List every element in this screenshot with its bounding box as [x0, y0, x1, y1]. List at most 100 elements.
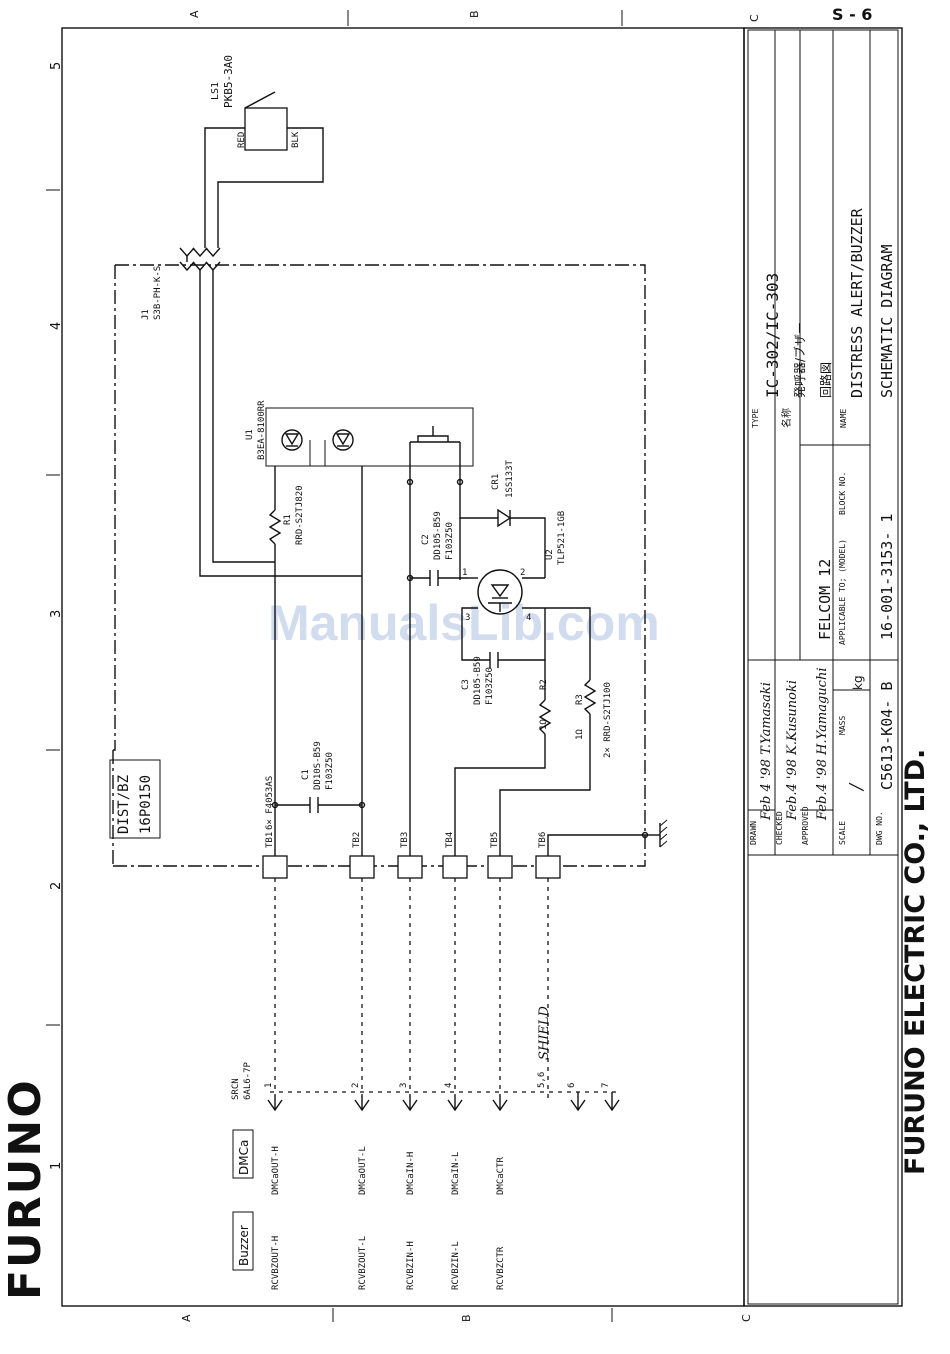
tb6-label: TB6: [538, 832, 548, 848]
u2-pin-2: 2: [520, 568, 525, 578]
dmc-title: DMCa: [237, 1140, 251, 1175]
c1-ref: C1: [301, 769, 311, 780]
name-value: DISTRESS ALERT/BUZZER: [848, 207, 866, 398]
type-label: TYPE: [751, 409, 760, 428]
j1-part: S3B-PH-K-S: [153, 266, 163, 320]
buzzer-signals: Buzzer RCVBZOUT-H RCVBZOUT-L RCVBZIN-H R…: [232, 1211, 506, 1290]
cr1-ref: CR1: [491, 474, 501, 490]
dmc-signal-3: DMCaIN-H: [406, 1152, 416, 1195]
title-block: FURUNO ELECTRIC CO., LTD. TYPE IC-302/IC…: [747, 29, 931, 1305]
dmc-signal-4: DMCaIN-L: [451, 1152, 461, 1195]
shield-ground: [547, 819, 668, 858]
grid-numbers: 5 4 3 2 1: [46, 62, 64, 1170]
terminal-tb2: [349, 855, 375, 879]
tb1-label: TB1: [265, 832, 275, 848]
dmc-signal-5: DMCaCTR: [496, 1156, 506, 1195]
capacitor-c2: C2 DD105-B59 F103Z50: [406, 511, 468, 586]
grid-number-5: 5: [49, 62, 64, 70]
srcn-part: 6AL6-7P: [243, 1061, 253, 1100]
pin-5-6: 5,6: [537, 1072, 547, 1088]
company-name: FURUNO ELECTRIC CO., LTD.: [900, 749, 931, 1175]
terminal-tb5: [487, 855, 513, 879]
mass-label: MASS: [838, 716, 847, 735]
approved-value: Feb.4 '98 H.Yamaguchi: [815, 668, 830, 821]
c3-ref: C3: [461, 679, 471, 690]
subtitle: SCHEMATIC DIAGRAM: [878, 244, 896, 398]
r1-ref: R1: [283, 514, 293, 525]
grid-letter-a-top: A: [188, 10, 201, 18]
j1-ref: J1: [141, 309, 151, 320]
dwg-value: C5613-K04- B: [878, 682, 896, 790]
grid-letter-b-bottom: B: [460, 1314, 473, 1322]
ls1-ref: LS1: [210, 82, 221, 100]
tb5-label: TB5: [490, 832, 500, 848]
grid-letters-top: A B C: [188, 10, 761, 26]
grid-number-2: 2: [49, 882, 64, 890]
grid-letters-bottom: A B C: [180, 1308, 753, 1322]
grid-letter-a-bottom: A: [180, 1314, 193, 1322]
terminal-tb4: [442, 855, 468, 879]
photocoupler-u2: 1 2 3 4 U2 TLP521-1GB: [461, 511, 567, 661]
block-label: BLOCK NO.: [838, 472, 847, 515]
c1-part: DD10S-B59: [313, 741, 323, 790]
u2-pin-1: 1: [462, 568, 467, 578]
shield-label: SHIELD: [537, 1005, 552, 1060]
checked-value: Feb.4 '98 K.Kusunoki: [785, 680, 800, 821]
name-jp-value: 発呼器/ブザー: [792, 322, 807, 398]
dmc-signal-2: DMCaOUT-L: [358, 1146, 368, 1195]
r2-value: 1Ω: [539, 719, 549, 730]
buzzer-title: Buzzer: [237, 1225, 251, 1266]
u2-ref: U2: [545, 549, 555, 560]
terminal-tb6: [535, 855, 561, 879]
srcn-connector: SRCN 6AL6-7P 1 2 3 4 5,6 6 7: [231, 1061, 620, 1112]
r2-ref: R2: [539, 679, 549, 690]
buzzer-signal-1: RCVBZOUT-H: [271, 1236, 281, 1290]
board-label: DIST/BZ 16P0150: [109, 759, 161, 839]
terminal-tb1: [262, 855, 288, 879]
buzzer-signal-5: RCVBZCTR: [496, 1246, 506, 1290]
buzzer-signal-4: RCVBZIN-L: [451, 1241, 461, 1290]
diode-cr1: CR1 1SS133T: [491, 459, 546, 578]
ls1-part: PKB5-3A0: [222, 55, 235, 108]
drawn-label: DRAWN: [749, 821, 758, 845]
buzzer-signal-3: RCVBZIN-H: [406, 1241, 416, 1290]
page-frame: [61, 27, 903, 1307]
kind-jp: 回路図: [818, 362, 833, 398]
scale-label: SCALE: [838, 821, 847, 845]
applicable-label: APPLICABLE TO; (MODEL): [838, 539, 847, 645]
r3-ref: R3: [575, 694, 585, 705]
board-code: 16P0150: [138, 775, 154, 834]
resistor-r1: R1 RRD-S2TJ820: [268, 466, 305, 858]
switch-u1: U1 B3EA-8100RR: [245, 400, 474, 486]
tb2-label: TB2: [352, 832, 362, 848]
cr1-part: 1SS133T: [505, 459, 515, 498]
capacitor-c1: C1 DD10S-B59 F103Z50: [271, 741, 366, 813]
c1-value: F103Z50: [325, 752, 335, 790]
terminal-tb3: [397, 855, 423, 879]
grid-number-4: 4: [49, 322, 64, 330]
resistor-r3: R3 1Ω 2× RRD-S2TJ100: [499, 607, 613, 858]
ls1-blk-label: BLK: [291, 131, 301, 148]
pin-6: 6: [567, 1083, 577, 1088]
r23-part: 2× RRD-S2TJ100: [603, 682, 613, 758]
board-name: DIST/BZ: [116, 775, 132, 834]
grid-letter-b-top: B: [468, 10, 481, 18]
approved-label: APPROVED: [801, 806, 810, 845]
terminal-nets: [361, 466, 498, 858]
external-cable: SHIELD: [270, 878, 620, 1100]
type-value: IC-302/IC-303: [763, 273, 782, 398]
pin-4: 4: [444, 1083, 454, 1088]
r1-part: RRD-S2TJ820: [295, 485, 305, 545]
page-number: S - 6: [832, 5, 872, 24]
terminal-block: TB1 TB2 TB3 TB4 TB5 TB6 6× F4053AS: [262, 776, 561, 879]
block-value: 16-001-3153- 1: [878, 514, 896, 640]
tb3-label: TB3: [400, 832, 410, 848]
srcn-ref: SRCN: [231, 1078, 241, 1100]
buzzer-ls1: LS1 PKB5-3A0 RED BLK: [204, 55, 324, 240]
u1-ref: U1: [245, 429, 255, 440]
u2-part: TLP521-1GB: [557, 511, 567, 565]
c3-value: F103Z50: [485, 667, 495, 705]
tb-part: 6× F4053AS: [265, 776, 275, 830]
furuno-logo: FURUNO: [0, 1078, 51, 1300]
